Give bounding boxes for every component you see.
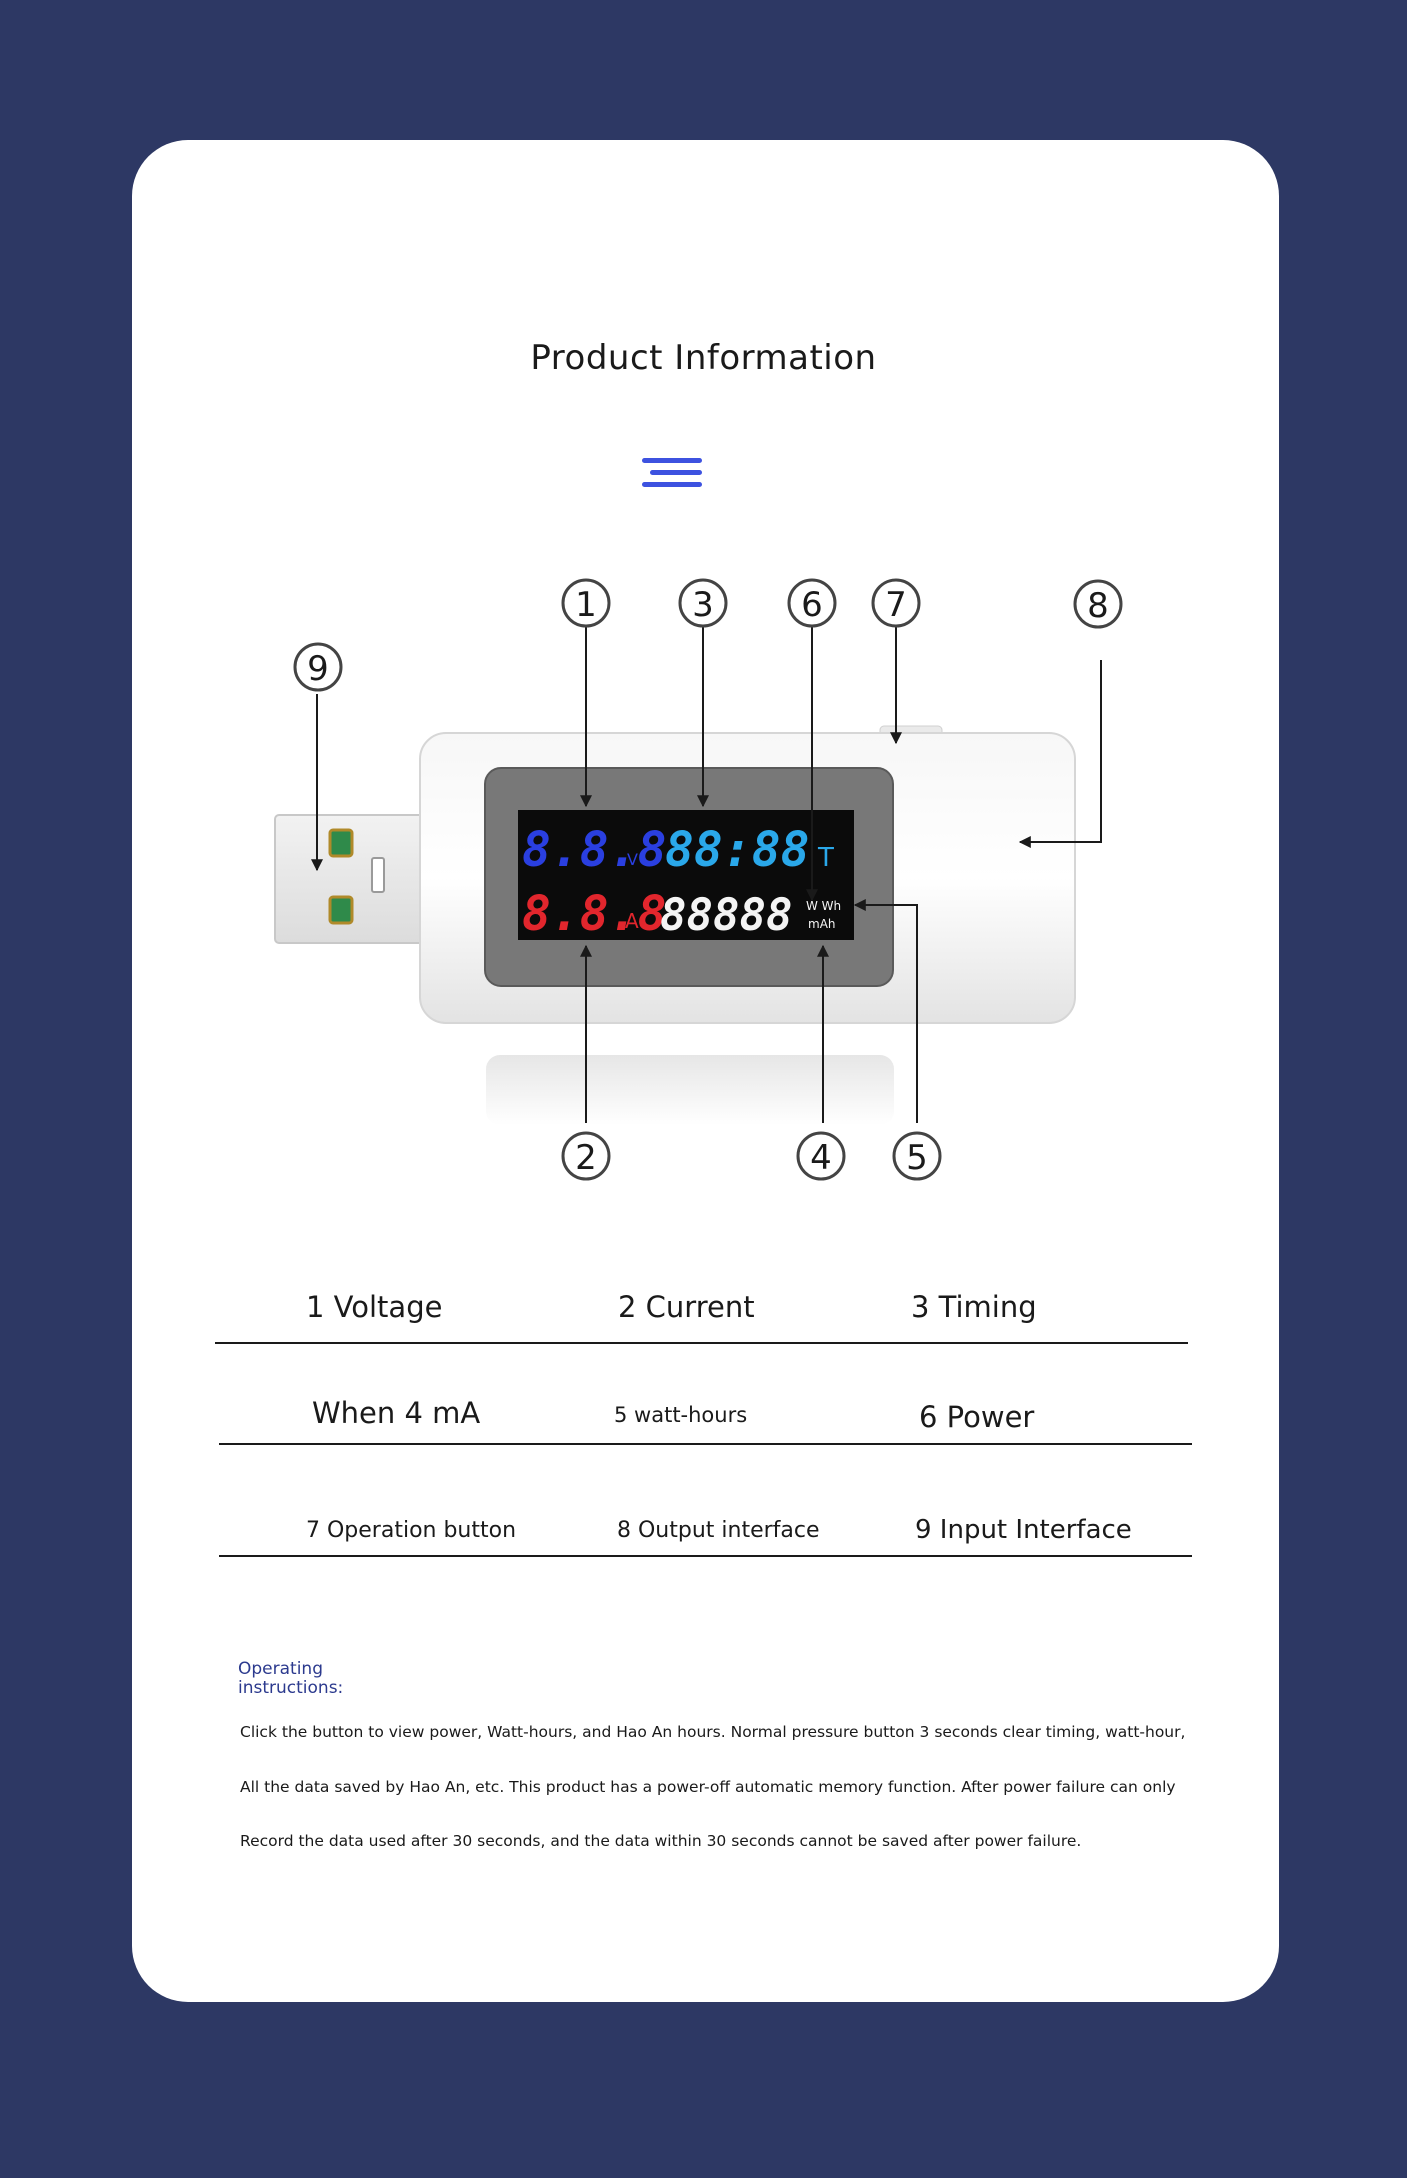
legend-input-interface: 9 Input Interface [915,1515,1132,1545]
instructions-heading: Operating instructions: [238,1660,358,1698]
usb-pin [328,828,354,858]
usb-pin [328,895,354,925]
callout-8: 8 [1087,586,1109,626]
legend-output-interface: 8 Output interface [617,1518,820,1543]
energy-unit-bottom: mAh [808,917,836,931]
callout-1: 1 [575,585,597,625]
timer-unit: T [817,843,834,873]
legend-voltage: 1 Voltage [306,1290,443,1324]
lcd-screen [518,810,854,940]
callout-6: 6 [801,585,823,625]
instructions-heading-line1: Operating [238,1659,323,1679]
legend-current: 2 Current [618,1290,755,1324]
leader-line-5 [853,899,918,1123]
current-unit: A [625,909,639,933]
callout-7: 7 [885,585,907,625]
device-reflection [486,1055,894,1125]
legend-rule-3 [219,1555,1192,1557]
voltage-readout: 8.8.8 [522,822,667,878]
page-title: Product Information [530,338,877,378]
legend-when-4-ma: When 4 mA [306,1396,487,1438]
instructions-heading-line2: instructions: [238,1678,344,1698]
instructions-line-2: All the data saved by Hao An, etc. This … [240,1778,1176,1796]
legend-rule-2 [219,1443,1192,1445]
timer-readout: 88:88 [665,822,810,878]
menu-lines-icon [642,456,702,492]
instructions-line-1: Click the button to view power, Watt-hou… [240,1723,1186,1741]
usb-tester-diagram: 8.8.8 V 88:88 T 8.8.8 A 88888 W Wh mAh 1… [274,578,1123,1181]
usb-slot [371,857,385,893]
leader-line-8 [1018,660,1102,848]
voltage-unit: V [627,850,638,869]
callout-9: 9 [307,649,329,689]
instructions-line-3: Record the data used after 30 seconds, a… [240,1832,1082,1850]
current-readout: 8.8.8 [522,886,667,942]
callout-2: 2 [575,1138,597,1178]
callout-5: 5 [906,1138,928,1178]
energy-readout: 88888 [660,890,792,941]
callout-4: 4 [810,1138,832,1178]
legend-power: 6 Power [907,1400,1047,1442]
legend-operation-button: 7 Operation button [300,1518,523,1551]
legend-watt-hours: 5 watt-hours [608,1403,754,1437]
legend-rule-1 [215,1342,1188,1344]
energy-unit-top: W Wh [806,899,841,913]
legend-timing: 3 Timing [911,1290,1037,1324]
callout-3: 3 [692,585,714,625]
